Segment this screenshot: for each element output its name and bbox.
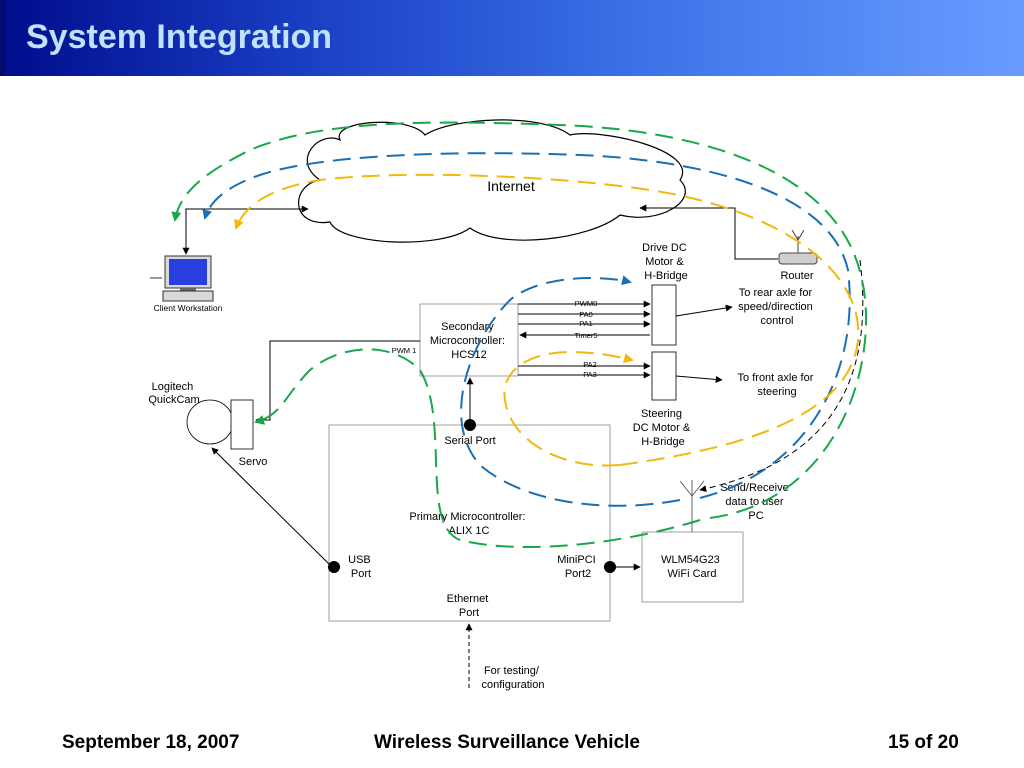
minipci-port-label: MiniPCI Port2 [557,554,599,580]
front-axle-label: To front axle for steering [738,372,817,398]
pwm1-label: PWM 1 [392,346,417,355]
internet-cloud [298,119,686,243]
title-bar-edge [0,0,5,76]
footer-page-number: 15 of 20 [888,732,959,753]
usb-port-label: USB Port [348,554,374,580]
footer-title: Wireless Surveillance Vehicle [374,732,640,753]
client-workstation-icon [150,255,214,302]
green-camera-path [254,348,701,549]
blue-drive-path [460,275,681,507]
green-data-path [171,121,868,519]
serial-port-dot [464,419,476,431]
testing-label: For testing/ configuration [482,665,545,691]
secondary-mcu-label: Secondary Microcontroller: HCS12 [430,321,508,361]
wifi-card-box [641,531,744,603]
blue-data-path [202,152,851,499]
steering-motor-box [651,351,677,401]
drive-motor-label: Drive DC Motor & H-Bridge [642,242,690,282]
footer-date: September 18, 2007 [62,732,240,753]
wifi-antenna-icon [679,480,705,532]
primary-mcu-box [328,424,611,622]
drive-motor-box [651,284,677,346]
title-bar: System Integration [0,0,1024,76]
camera-icon [186,399,234,445]
usb-port-dot [328,561,340,573]
yellow-data-path [234,173,860,466]
router-icon [778,229,818,265]
internet-label: Internet [487,178,535,194]
router-label: Router [780,270,813,282]
camera-label: Logitech QuickCam [148,381,199,406]
servo-box [230,399,254,450]
ethernet-port-label: Ethernet Port [447,593,492,619]
serial-port-label: Serial Port [444,435,495,447]
slide-title: System Integration [26,18,333,56]
servo-label: Servo [239,456,268,468]
wifi-card-label: WLM54G23 WiFi Card [661,554,723,580]
signal-pa2: PA2 [583,360,597,369]
secondary-mcu-box [419,303,519,377]
rear-axle-label: To rear axle for speed/direction control [738,287,816,327]
client-workstation-label: Client Workstation [154,303,223,313]
yellow-steer-path [503,350,634,467]
steering-motor-label: Steering DC Motor & H-Bridge [633,408,694,448]
minipci-port-dot [604,561,616,573]
primary-mcu-label: Primary Microcontroller: ALIX 1C [409,511,528,537]
